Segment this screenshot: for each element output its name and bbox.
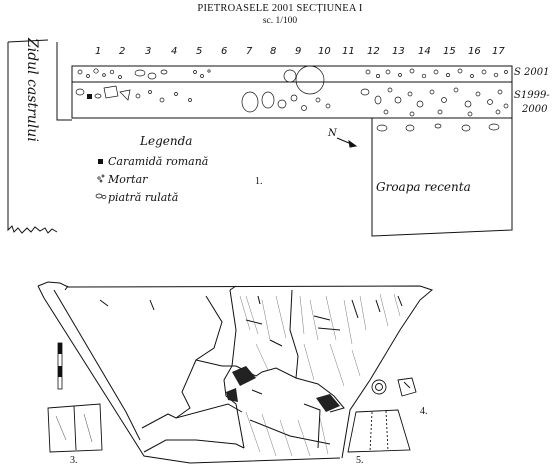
figure-number-4: 4. <box>420 406 428 417</box>
column-number: 5 <box>196 46 203 57</box>
figure-number-5: 5. <box>356 455 364 466</box>
brick-legend-icon <box>98 159 103 164</box>
wall-outline <box>7 39 58 234</box>
stone-legend-icon <box>95 193 107 199</box>
legend-title: Legenda <box>140 134 193 148</box>
column-number: 1 <box>95 46 102 57</box>
vessel-fracture-shading <box>226 366 340 412</box>
figure-number-1: 1. <box>255 176 263 187</box>
column-number: 11 <box>342 46 355 57</box>
fragment-3-drawing <box>47 403 103 453</box>
column-number: 17 <box>492 46 505 57</box>
column-number: 6 <box>221 46 228 57</box>
scale-bar <box>57 342 63 390</box>
column-number: 13 <box>392 46 405 57</box>
mortar-legend-icon <box>97 174 105 183</box>
column-number: 9 <box>295 46 302 57</box>
pit-label: Groapa recenta <box>376 180 471 194</box>
fragment-5-drawing <box>347 409 411 453</box>
column-number: 8 <box>270 46 277 57</box>
column-number: 10 <box>318 46 331 57</box>
north-arrow-icon <box>336 137 358 148</box>
legend-item-stone: piatră rulată <box>108 191 179 204</box>
column-number: 16 <box>468 46 481 57</box>
legend-item-mortar: Mortar <box>108 173 148 186</box>
north-label: N <box>328 128 337 139</box>
trench-outline <box>56 42 513 237</box>
vessel-hatching <box>239 293 401 457</box>
column-number: 15 <box>443 46 456 57</box>
column-number: 4 <box>171 46 178 57</box>
legend-item-brick: Caramidă romană <box>108 155 209 168</box>
row-label-s2001: S 2001 <box>514 67 550 78</box>
figure-title: PIETROASELE 2001 SECȚIUNEA I <box>197 3 363 14</box>
stone-fill-s1999 <box>75 85 509 132</box>
wall-label: Zidul castrului <box>24 38 40 142</box>
brick-marker <box>87 94 92 99</box>
stone-fill-s2001 <box>77 65 508 95</box>
column-number: 12 <box>367 46 380 57</box>
vessel-drawing <box>37 281 434 464</box>
fragment-4-drawing <box>371 377 417 397</box>
column-number: 7 <box>246 46 253 57</box>
row-label-s1999: S1999- <box>514 90 550 101</box>
row-label-2000: 2000 <box>522 104 548 115</box>
figure-scale: sc. 1/100 <box>262 16 298 26</box>
figure-number-3: 3. <box>70 455 78 466</box>
column-number: 14 <box>418 46 431 57</box>
column-number: 2 <box>119 46 126 57</box>
column-number: 3 <box>145 46 152 57</box>
